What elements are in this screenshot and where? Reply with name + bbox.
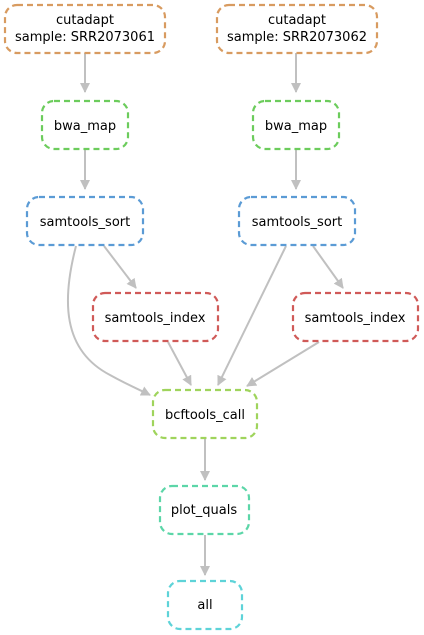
node-bwa-map-1[interactable]: bwa_map — [40, 99, 130, 151]
node-cutadapt-2[interactable]: cutadapt sample: SRR2073062 — [215, 3, 379, 55]
node-samtools-index-2[interactable]: samtools_index — [291, 291, 420, 343]
node-samtools-sort-2[interactable]: samtools_sort — [237, 195, 357, 247]
node-samtools-sort-2-label: samtools_sort — [252, 215, 342, 230]
node-plot-quals-label: plot_quals — [171, 503, 237, 518]
edge-samtools-sort-2-to-samtools-index-2 — [312, 245, 344, 289]
node-cutadapt-1[interactable]: cutadapt sample: SRR2073061 — [3, 3, 167, 55]
edge-samtools-sort-1-to-samtools-index-1 — [103, 245, 137, 289]
node-cutadapt-1-label: cutadapt — [56, 13, 114, 28]
edges — [66, 53, 344, 576]
node-bcftools-call[interactable]: bcftools_call — [151, 388, 259, 440]
node-bwa-map-2[interactable]: bwa_map — [251, 99, 341, 151]
node-bcftools-call-label: bcftools_call — [165, 408, 245, 423]
edge-samtools-index-2-to-bcftools-call — [246, 341, 320, 387]
node-plot-quals[interactable]: plot_quals — [158, 484, 251, 536]
node-bwa-map-1-label: bwa_map — [54, 119, 116, 134]
node-all[interactable]: all — [166, 579, 244, 631]
node-samtools-index-1-label: samtools_index — [105, 311, 206, 326]
node-samtools-index-1[interactable]: samtools_index — [91, 291, 220, 343]
node-cutadapt-2-label: cutadapt — [268, 13, 326, 28]
node-samtools-sort-1[interactable]: samtools_sort — [25, 195, 145, 247]
edge-samtools-sort-1-to-bcftools-call — [66, 245, 151, 396]
node-bwa-map-2-label: bwa_map — [265, 119, 327, 134]
edge-samtools-index-1-to-bcftools-call — [167, 341, 192, 386]
edge-samtools-sort-2-to-bcftools-call — [217, 245, 287, 386]
node-cutadapt-1-sample: sample: SRR2073061 — [15, 30, 155, 45]
node-samtools-index-2-label: samtools_index — [305, 311, 406, 326]
node-cutadapt-2-sample: sample: SRR2073062 — [227, 30, 367, 45]
node-all-label: all — [197, 598, 212, 613]
node-samtools-sort-1-label: samtools_sort — [40, 215, 130, 230]
